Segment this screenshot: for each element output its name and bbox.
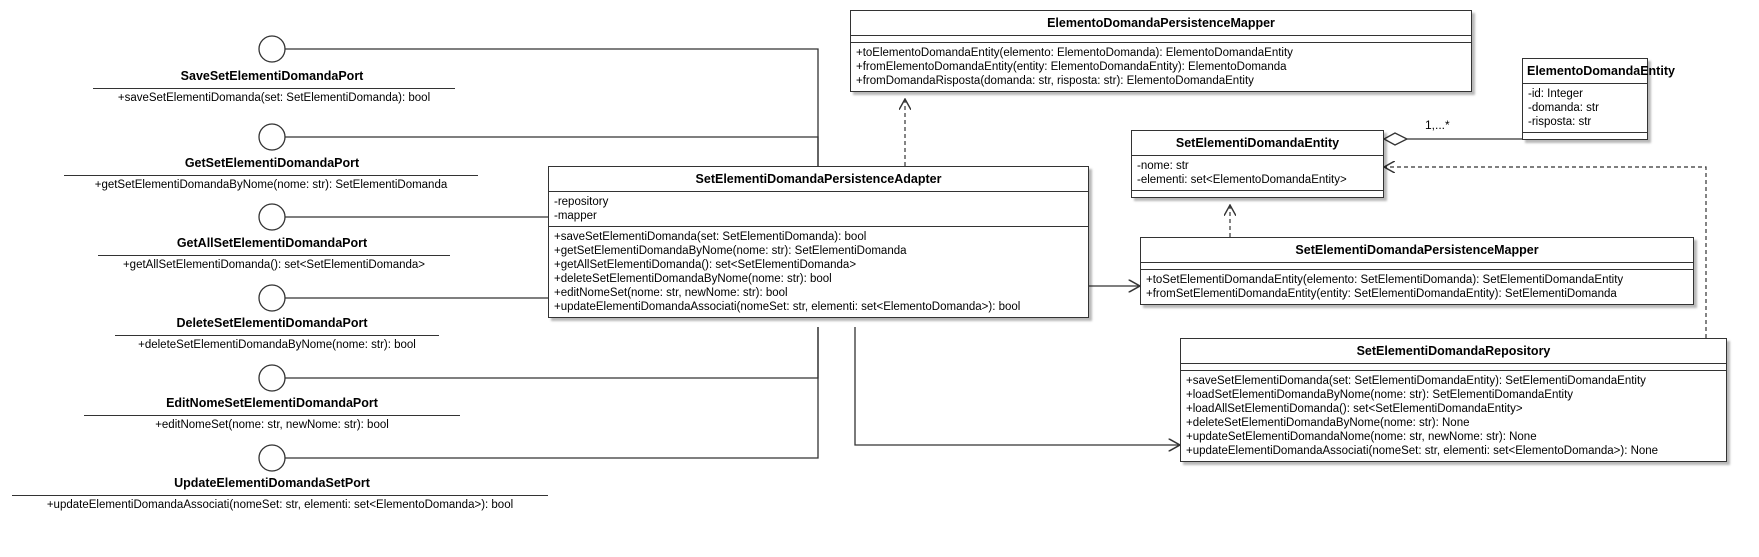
method: +toElementoDomandaEntity(elemento: Eleme… (856, 47, 1293, 59)
interface-circles (258, 35, 286, 472)
attribute: -repository (554, 196, 609, 208)
class-elemento-entity[interactable]: ElementoDomandaEntity -id: Integer -doma… (1522, 58, 1675, 140)
method: +fromDomandaRisposta(domanda: str, rispo… (856, 75, 1254, 87)
interface-name-delete-port: DeleteSetElementiDomandaPort (176, 316, 368, 330)
class-name: SetElementiDomandaPersistenceAdapter (549, 167, 1088, 192)
interface-name-editnome-port: EditNomeSetElementiDomandaPort (166, 396, 378, 410)
class-name: SetElementiDomandaPersistenceMapper (1141, 238, 1693, 263)
interface-name-get-port: GetSetElementiDomandaPort (184, 156, 360, 170)
attribute: -elementi: set<ElementoDomandaEntity> (1137, 174, 1347, 186)
lollipop-save (258, 35, 286, 63)
association-adapter-to-repository (854, 327, 1180, 445)
method: +getSetElementiDomandaByNome(nome: str):… (554, 245, 907, 257)
class-name: SetElementiDomandaRepository (1181, 339, 1726, 364)
method: +getAllSetElementiDomanda(): set<SetElem… (554, 259, 857, 271)
class-name: ElementoDomandaEntity (1523, 59, 1675, 84)
methods-section (1523, 132, 1647, 139)
attributes-section: -repository -mapper (549, 192, 1088, 226)
class-elemento-mapper[interactable]: ElementoDomandaPersistenceMapper +toElem… (850, 10, 1472, 92)
interface-op-save-port: +saveSetElementiDomanda(set: SetElementi… (93, 88, 455, 104)
method: +updateElementiDomandaAssociati(nomeSet:… (554, 301, 1021, 313)
method: +loadAllSetElementiDomanda(): set<SetEle… (1186, 403, 1523, 415)
method: +saveSetElementiDomanda(set: SetElementi… (554, 231, 867, 243)
interface-op-get-port: +getSetElementiDomandaByNome(nome: str):… (64, 175, 478, 191)
class-adapter[interactable]: SetElementiDomandaPersistenceAdapter -re… (548, 166, 1089, 318)
methods-section: +toElementoDomandaEntity(elemento: Eleme… (851, 42, 1471, 91)
attribute: -mapper (554, 210, 597, 222)
methods-section: +saveSetElementiDomanda(set: SetElementi… (1181, 370, 1726, 461)
attribute: -id: Integer (1528, 88, 1583, 100)
interface-name-save-port: SaveSetElementiDomandaPort (180, 69, 364, 83)
class-set-mapper[interactable]: SetElementiDomandaPersistenceMapper +toS… (1140, 237, 1694, 305)
class-name: ElementoDomandaPersistenceMapper (851, 11, 1471, 36)
attributes-section: -nome: str -elementi: set<ElementoDomand… (1132, 156, 1383, 190)
lollipop-delete (258, 284, 286, 312)
interface-name-getall-port: GetAllSetElementiDomandaPort (176, 236, 368, 250)
connector-save-port (284, 48, 819, 166)
aggregation-diamond (1382, 132, 1409, 146)
method: +updateElementiDomandaAssociati(nomeSet:… (1186, 445, 1659, 457)
methods-section: +saveSetElementiDomanda(set: SetElementi… (549, 226, 1088, 317)
interface-op-getall-port: +getAllSetElementiDomanda(): set<SetElem… (98, 255, 450, 271)
lollipop-get (258, 123, 286, 151)
multiplicity-label: 1,...* (1425, 118, 1450, 132)
method: +saveSetElementiDomanda(set: SetElementi… (1186, 375, 1646, 387)
attribute: -risposta: str (1528, 116, 1592, 128)
connector-update-port (284, 327, 819, 459)
class-set-entity[interactable]: SetElementiDomandaEntity -nome: str -ele… (1131, 130, 1384, 198)
interface-name-update-port: UpdateElementiDomandaSetPort (174, 476, 370, 490)
method: +editNomeSet(nome: str, newNome: str): b… (554, 287, 788, 299)
method: +loadSetElementiDomandaByNome(nome: str)… (1186, 389, 1574, 401)
interface-op-update-port: +updateElementiDomandaAssociati(nomeSet:… (12, 495, 548, 511)
lollipop-editnome (258, 364, 286, 392)
interface-op-delete-port: +deleteSetElementiDomandaByNome(nome: st… (115, 335, 439, 351)
method: +deleteSetElementiDomandaByNome(nome: st… (1186, 417, 1470, 429)
method: +fromElementoDomandaEntity(entity: Eleme… (856, 61, 1287, 73)
method: +fromSetElementiDomandaEntity(entity: Se… (1146, 288, 1617, 300)
interface-connectors (284, 48, 819, 459)
dependency-repository-to-set-entity (1384, 167, 1707, 338)
method: +toSetElementiDomandaEntity(elemento: Se… (1146, 274, 1624, 286)
class-name: SetElementiDomandaEntity (1132, 131, 1383, 156)
lollipop-update (258, 444, 286, 472)
method: +updateSetElementiDomandaNome(nome: str,… (1186, 431, 1537, 443)
lollipop-getall (258, 203, 286, 231)
methods-section (1132, 190, 1383, 197)
method: +deleteSetElementiDomandaByNome(nome: st… (554, 273, 832, 285)
connector-get-port (284, 136, 819, 166)
attributes-section: -id: Integer -domanda: str -risposta: st… (1523, 84, 1647, 132)
attribute: -nome: str (1137, 160, 1189, 172)
methods-section: +toSetElementiDomandaEntity(elemento: Se… (1141, 269, 1693, 304)
attribute: -domanda: str (1528, 102, 1599, 114)
class-repository[interactable]: SetElementiDomandaRepository +saveSetEle… (1180, 338, 1727, 462)
interface-op-editnome-port: +editNomeSet(nome: str, newNome: str): b… (84, 415, 460, 431)
